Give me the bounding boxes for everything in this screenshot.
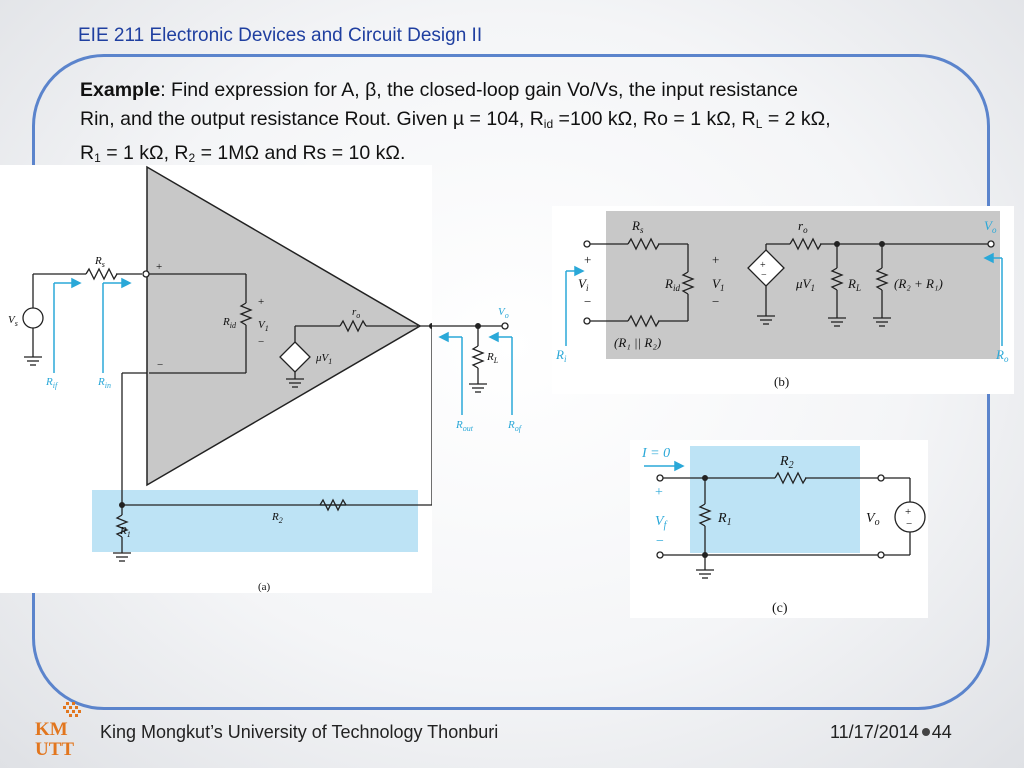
figure-a: + − + − Vs Rs Rid V1 ro μV1 R1 R2 (a) Ri… (0, 165, 500, 593)
amplifier-triangle (146, 165, 422, 487)
problem-statement: Example: Find expression for A, β, the c… (80, 76, 980, 173)
figure-b: + − + − + − Rs ro Vi Rid V1 μV1 RL (R₂ +… (552, 206, 1014, 394)
svg-text:−: − (157, 359, 163, 371)
resistor-ro-a (339, 319, 367, 333)
svg-text:(c): (c) (772, 601, 788, 616)
problem-line-3: R1 = 1 kΩ, R2 = 1MΩ and Rs = 10 kΩ. (80, 142, 406, 165)
svg-text:R2: R2 (779, 454, 794, 471)
page-number: 44 (931, 722, 952, 742)
resistor-r2r1-b (875, 267, 889, 291)
svg-text:−: − (906, 518, 912, 530)
svg-text:Rin: Rin (97, 376, 111, 390)
example-label: Example (80, 79, 161, 101)
svg-text:Rid: Rid (664, 276, 680, 293)
resistor-rl-b (830, 267, 844, 291)
footer-university: King Mongkut’s University of Technology … (100, 722, 499, 742)
svg-text:R1: R1 (717, 511, 732, 528)
resistor-r1r2-b (627, 314, 660, 328)
figure-c: I = 0 + Vf − R2 R1 Vo + − (c) (630, 440, 928, 618)
svg-text:R1: R1 (119, 525, 131, 539)
resistor-rs-b (627, 237, 660, 251)
svg-text:Rid: Rid (222, 316, 237, 330)
resistor-r1-c (698, 503, 712, 527)
svg-text:μV1: μV1 (315, 352, 332, 366)
resistor-rs (85, 267, 118, 281)
svg-text:+: + (905, 506, 911, 518)
svg-text:V1: V1 (712, 276, 724, 293)
svg-text:ro: ro (352, 306, 360, 320)
figure-a-output: RL Vo Rout Rof (432, 306, 523, 433)
resistor-ro-b (789, 237, 822, 251)
svg-text:KM: KM (35, 719, 68, 740)
resistor-r2-c (774, 471, 807, 485)
kmutt-logo: KM UTT (35, 702, 81, 758)
svg-text:Rout: Rout (455, 419, 474, 433)
svg-text:μV1: μV1 (795, 276, 815, 293)
resistor-r2-a (319, 498, 347, 512)
source-vs (22, 307, 44, 329)
svg-text:Rif: Rif (45, 376, 59, 390)
svg-text:(R₁ || R₂): (R₁ || R₂) (614, 335, 661, 350)
svg-text:V1: V1 (258, 319, 269, 333)
svg-text:RL: RL (486, 351, 499, 365)
svg-text:UTT: UTT (35, 739, 74, 758)
svg-text:+: + (584, 252, 591, 267)
svg-text:Vo: Vo (984, 218, 997, 235)
separator-dot (921, 728, 930, 737)
svg-text:Vo: Vo (866, 511, 880, 528)
svg-text:(R₂ + R₁): (R₂ + R₁) (894, 276, 943, 291)
resistor-r1-a (115, 514, 129, 538)
figure-c-shaded-area (690, 446, 860, 553)
course-title: EIE 211 Electronic Devices and Circuit D… (78, 25, 483, 46)
footer-date-page: 11/17/2014 44 (830, 722, 952, 743)
svg-text:Ri: Ri (555, 347, 567, 364)
svg-text:+: + (156, 261, 162, 273)
svg-text:(b): (b) (774, 374, 789, 389)
svg-text:ro: ro (798, 218, 808, 235)
svg-text:−: − (258, 336, 264, 348)
svg-text:Vi: Vi (578, 276, 589, 293)
svg-text:(a): (a) (258, 581, 271, 593)
svg-text:Rof: Rof (507, 419, 523, 433)
svg-text:Rs: Rs (94, 255, 105, 269)
svg-text:R2: R2 (271, 511, 283, 525)
svg-text:Vf: Vf (655, 514, 668, 531)
svg-text:−: − (712, 294, 719, 309)
resistor-rid (239, 302, 253, 326)
svg-text:+: + (712, 252, 719, 267)
resistor-rid-b (681, 271, 695, 295)
svg-text:−: − (761, 270, 767, 281)
svg-text:I = 0: I = 0 (641, 446, 670, 461)
figure-b-shaded-area (606, 211, 1000, 359)
svg-text:Vo: Vo (498, 306, 509, 320)
footer-date: 11/17/2014 (830, 722, 919, 742)
svg-text:−: − (584, 294, 591, 309)
svg-text:+: + (760, 260, 766, 271)
svg-text:+: + (258, 296, 264, 308)
svg-text:+: + (655, 485, 663, 500)
feedback-network-area (92, 490, 418, 552)
svg-text:Ro: Ro (995, 347, 1009, 364)
problem-line-1: : Find expression for A, β, the closed-l… (160, 79, 798, 101)
resistor-rl-a (471, 345, 485, 369)
svg-text:Rs: Rs (631, 218, 644, 235)
svg-text:RL: RL (847, 276, 861, 293)
svg-text:−: − (656, 534, 664, 549)
problem-line-2: Rin, and the output resistance Rout. Giv… (80, 108, 831, 131)
svg-text:Vs: Vs (8, 314, 18, 328)
